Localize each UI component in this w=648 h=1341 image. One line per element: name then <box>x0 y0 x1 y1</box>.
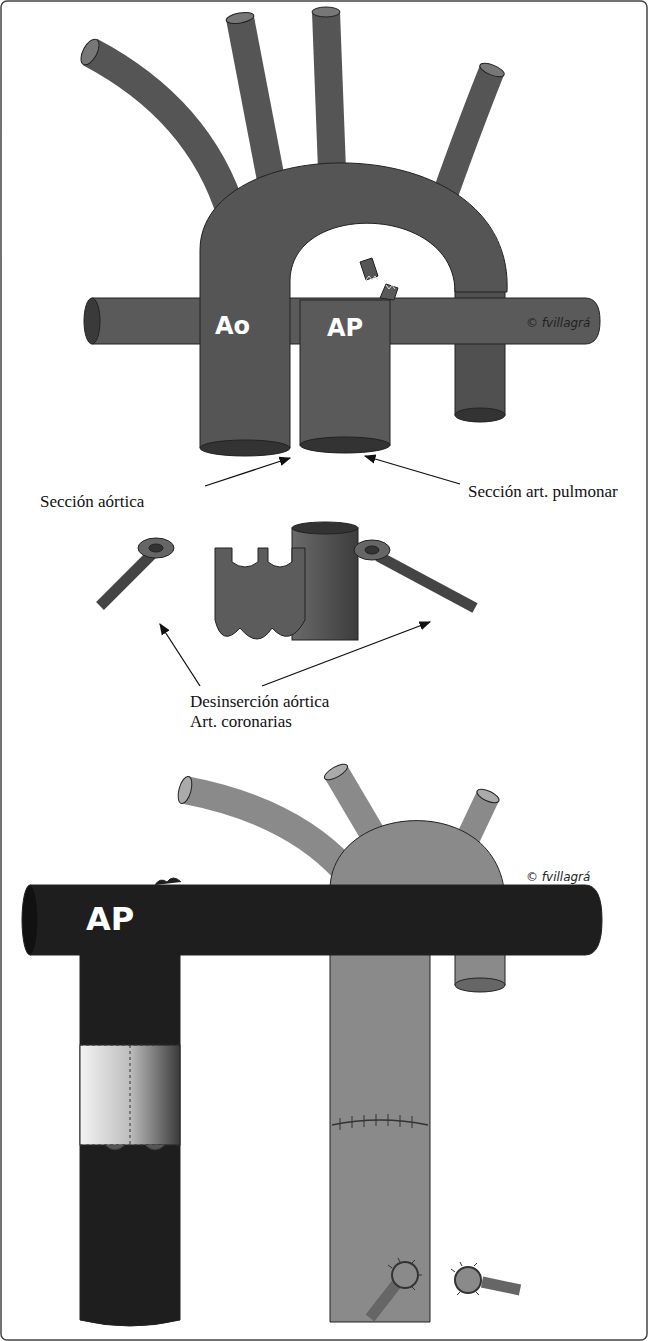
annotation: Sección aórtica <box>40 492 210 512</box>
vessel-label: Ao <box>215 312 250 340</box>
excised-roots <box>100 522 475 640</box>
vessel-label: AP <box>327 314 363 342</box>
vessel-label: AP <box>86 900 134 938</box>
annotation: Desinserción aórtica Art. coronarias <box>190 692 358 733</box>
pointer-arrows <box>160 456 460 686</box>
copyright-notice: © fvillagrá <box>526 870 590 884</box>
annotation: Sección art. pulmonar <box>468 482 618 502</box>
post-op-vessels <box>22 761 602 1326</box>
pre-op-vessels <box>77 7 600 456</box>
copyright-notice: © fvillagrá <box>526 316 590 330</box>
